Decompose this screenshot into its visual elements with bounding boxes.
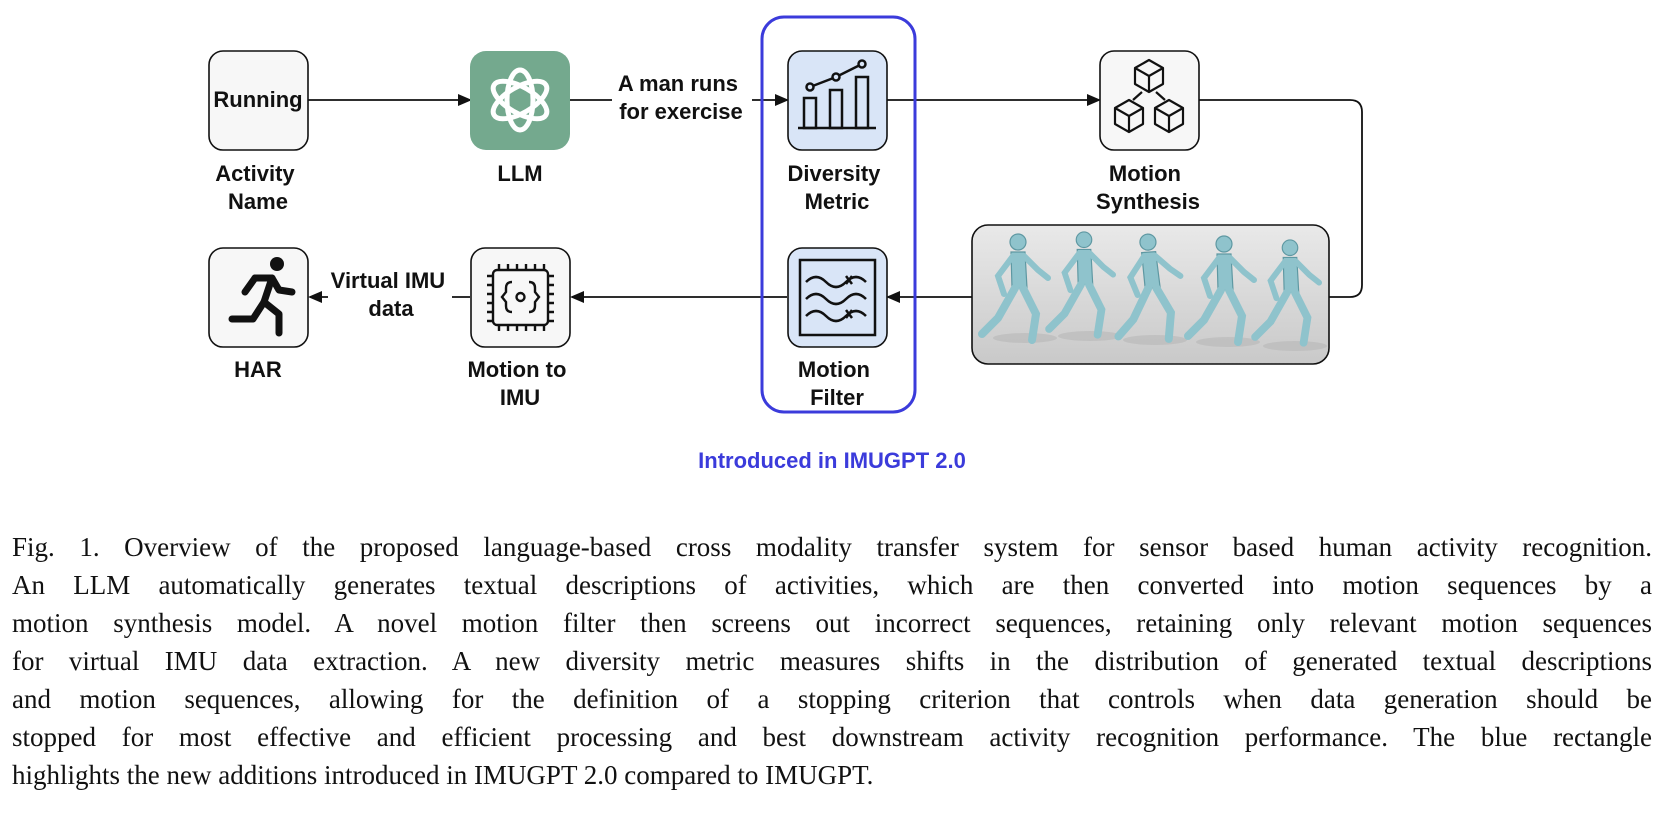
edge-label-llm-to-diversity: A man runs for exercise <box>618 71 744 124</box>
caption-line: highlights the new additions introduced … <box>12 760 874 790</box>
llm-node: LLM <box>470 51 570 186</box>
caption-line: motion synthesis model. A novel motion f… <box>12 608 1652 638</box>
cubes-icon <box>1113 58 1185 134</box>
activity-name-node: Running Activity Name <box>208 50 309 214</box>
caption-line: for virtual IMU data extraction. A new d… <box>12 646 1652 676</box>
running-person-icon <box>228 257 296 337</box>
motion-to-imu-node: Motion to IMU <box>467 247 572 410</box>
highlight-rectangle <box>760 15 917 414</box>
motion-sequence-image <box>971 224 1330 365</box>
motion-filter-node: Motion Filter <box>787 247 888 410</box>
openai-logo-icon <box>490 67 550 133</box>
figure-caption: Fig. 1. Overview of the proposed languag… <box>12 528 1652 794</box>
chip-icon <box>487 264 554 331</box>
motion-filter-label: Motion Filter <box>798 357 876 410</box>
edge-synthesis-to-stage <box>1199 99 1363 298</box>
highlight-caption: Introduced in IMUGPT 2.0 <box>698 448 966 473</box>
llm-label: LLM <box>497 161 542 186</box>
diversity-metric-label: Diversity Metric <box>787 161 886 214</box>
caption-line: Fig. 1. Overview of the proposed languag… <box>12 532 1652 562</box>
har-label: HAR <box>234 357 282 382</box>
caption-line: An LLM automatically generates textual d… <box>12 570 1652 600</box>
wave-filter-icon <box>798 258 877 337</box>
har-node: HAR <box>208 247 309 382</box>
motion-synthesis-node: Motion Synthesis <box>1096 50 1200 214</box>
bar-chart-icon <box>798 59 876 130</box>
diversity-metric-node: Diversity Metric <box>787 50 888 214</box>
motion-synthesis-label: Motion Synthesis <box>1096 161 1200 214</box>
activity-name-label: Activity Name <box>215 161 301 214</box>
edge-label-imu-to-har: Virtual IMU data <box>331 268 452 321</box>
caption-line: stopped for most effective and efficient… <box>12 722 1652 752</box>
pipeline-diagram: A man runs for exercise Virtual IMU data… <box>208 15 1363 473</box>
motion-to-imu-label: Motion to IMU <box>467 357 572 410</box>
activity-name-box-text: Running <box>213 87 302 112</box>
caption-line: and motion sequences, allowing for the d… <box>12 684 1652 714</box>
